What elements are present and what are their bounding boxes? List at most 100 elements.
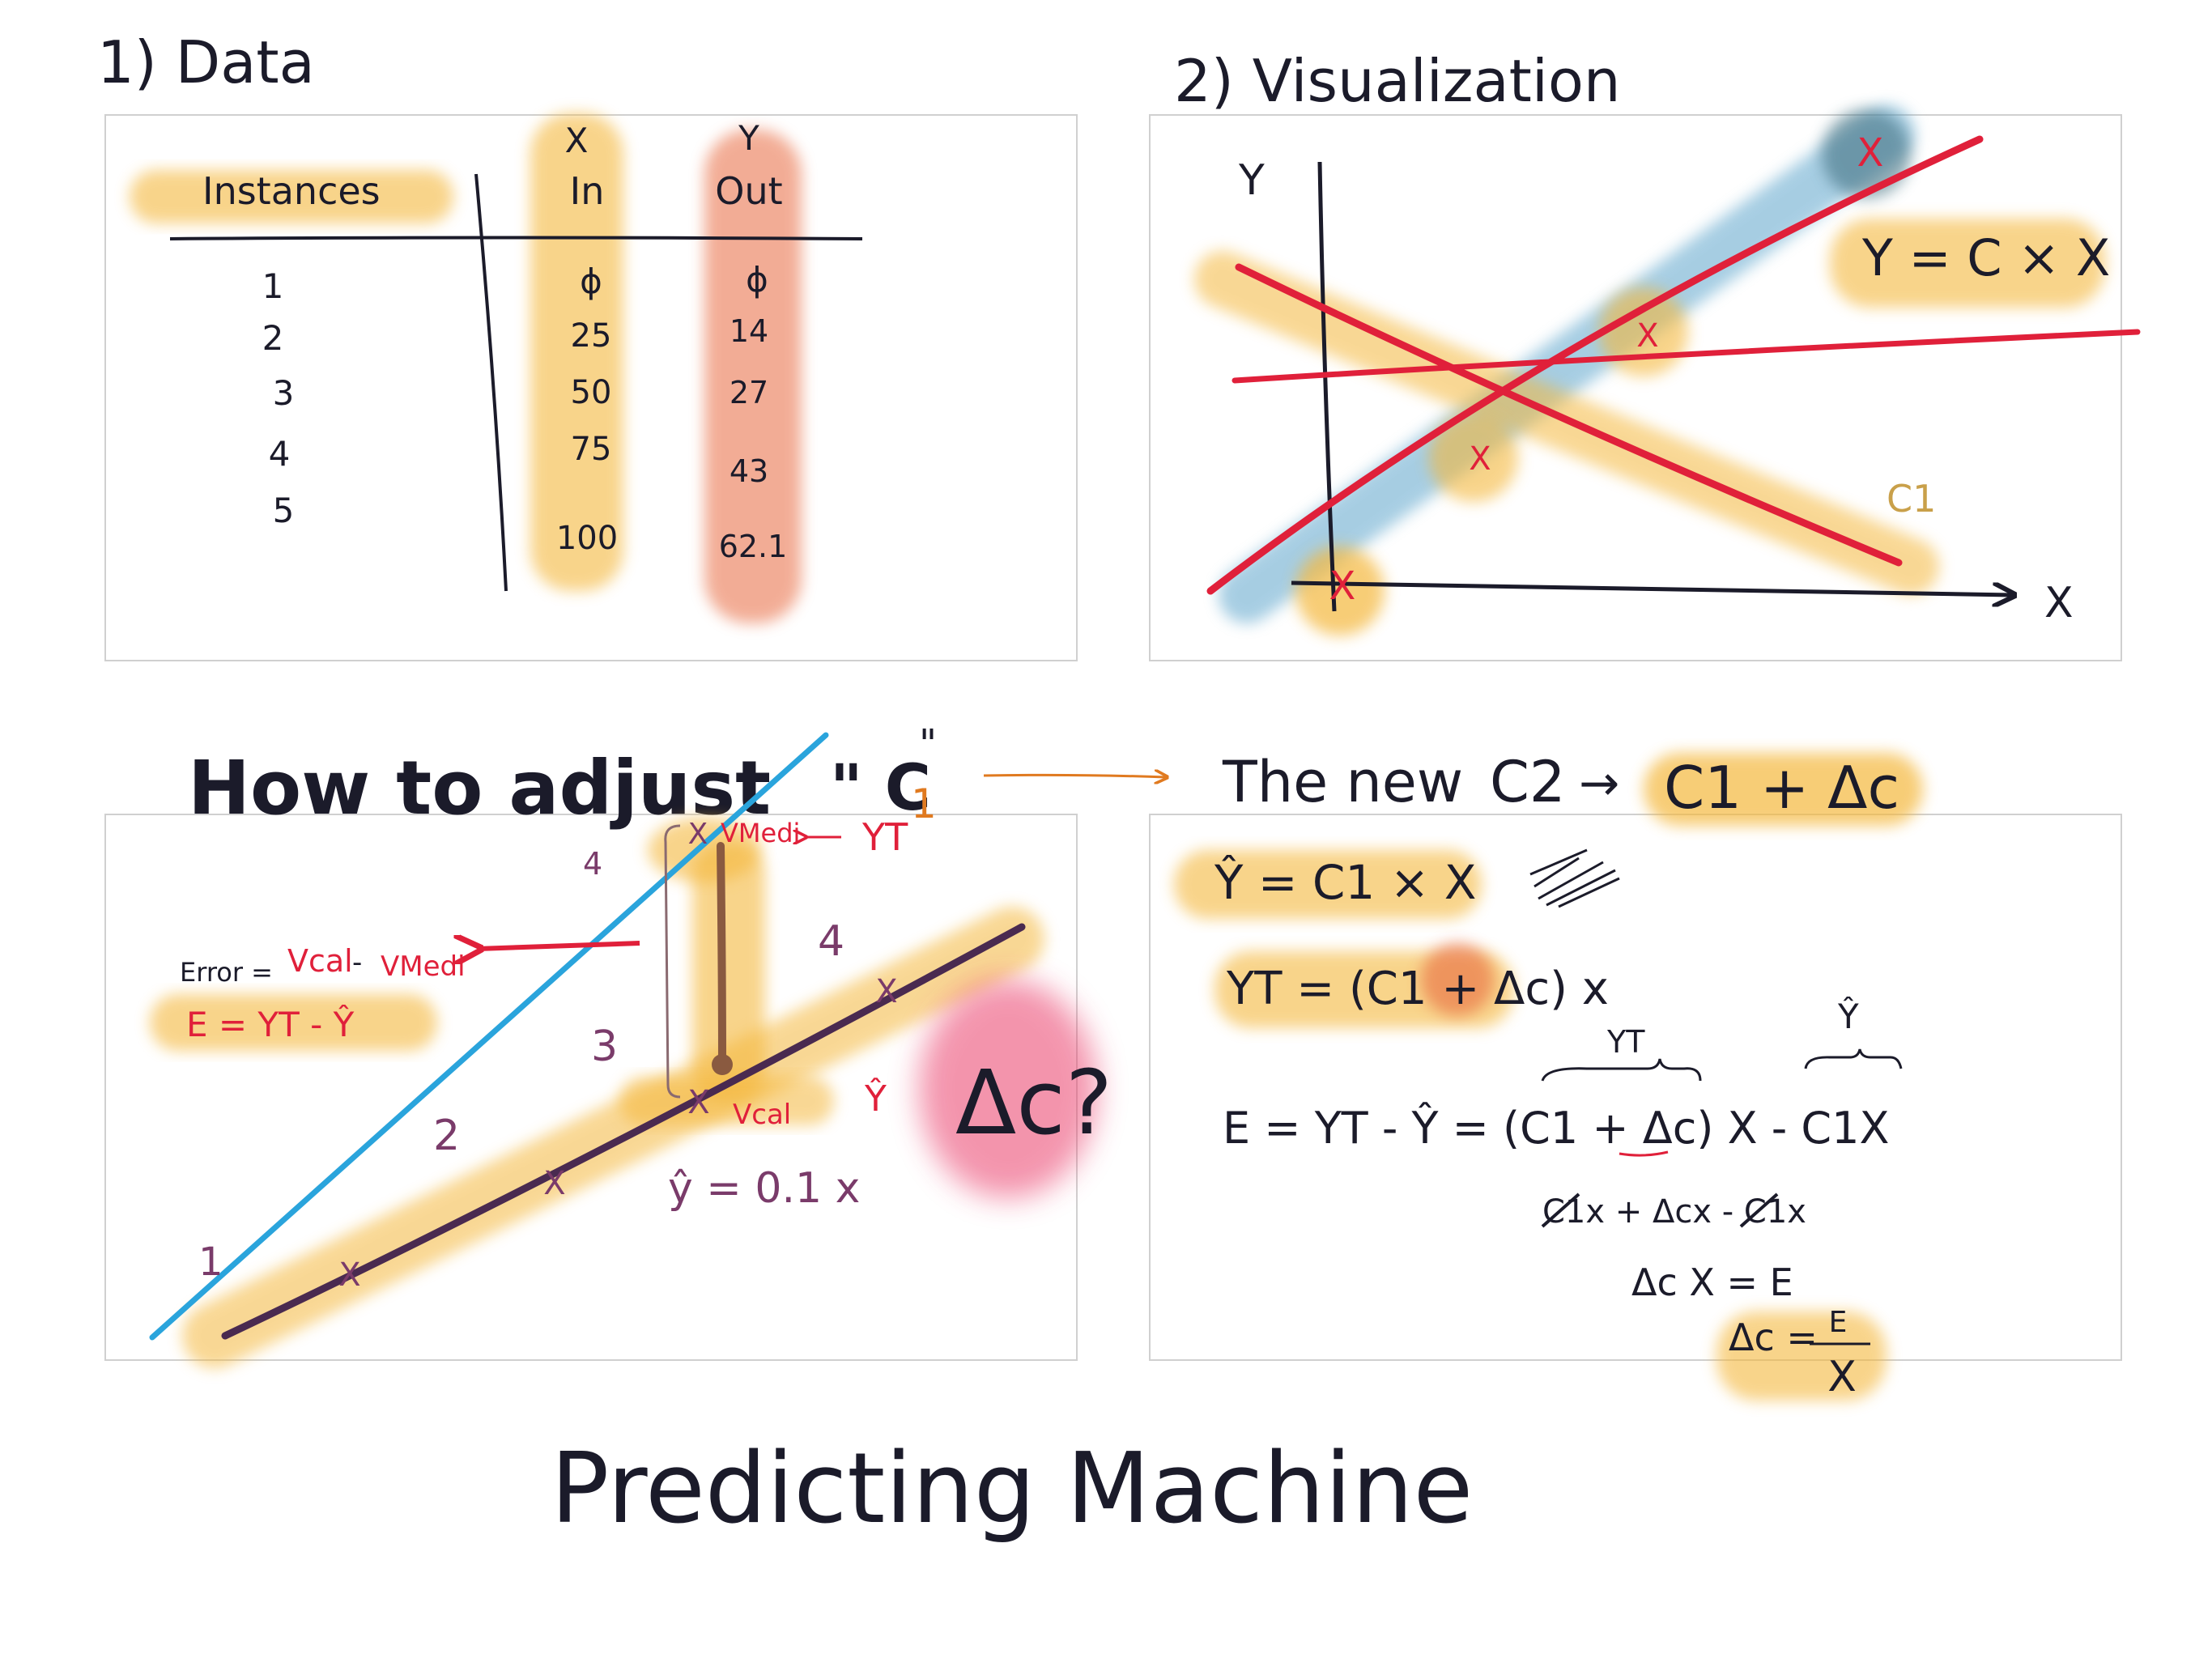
table-cell: 62.1	[719, 529, 788, 564]
left-arrow-icon	[478, 943, 640, 949]
table-cell: 50	[571, 374, 612, 411]
error-definition-vcal: Vcal	[287, 943, 353, 979]
brace-icon	[664, 824, 681, 1099]
line-number: 4	[818, 917, 844, 966]
target-line	[149, 732, 829, 1341]
error-gap-highlight	[692, 842, 765, 1101]
footer-title: Predicting Machine	[551, 1433, 1473, 1545]
error-equation: E = YT - Ŷ	[186, 1004, 355, 1044]
solution-highlight	[1716, 1312, 1887, 1401]
flat-red-line	[1231, 329, 2141, 384]
out-column-highlight	[704, 130, 802, 623]
x-axis	[1291, 580, 2012, 595]
adjust-panel-title: How to adjust	[188, 745, 771, 831]
table-cell: 2	[262, 318, 284, 358]
x-header: X	[565, 121, 589, 160]
right-arrow-icon	[983, 775, 1166, 777]
error-expansion: E = YT - Ŷ = (C1 + Δc) X - C1X	[1223, 1103, 1889, 1154]
best-fit-highlight	[1219, 105, 1915, 623]
data-point-marker: X	[1329, 563, 1356, 609]
line-number: 4	[583, 846, 602, 882]
data-point-marker: X	[875, 973, 897, 1010]
update-title-prefix: The new	[1222, 749, 1463, 815]
table-cell: 5	[273, 491, 295, 530]
cancel-strikes	[1541, 1192, 1779, 1228]
brace-icon	[1804, 1048, 1903, 1069]
delta-term-highlight	[1421, 943, 1494, 1016]
update-formula-highlight	[1644, 753, 1923, 826]
c1-label: C1	[1887, 477, 1936, 521]
in-column-highlight	[530, 113, 623, 591]
delta-x-equation: Δc X = E	[1631, 1261, 1793, 1304]
table-cell: 75	[571, 431, 612, 468]
line-number: 3	[591, 1022, 618, 1071]
x-axis-label: X	[2044, 579, 2074, 627]
table-cell: 1	[262, 266, 284, 306]
vcal-label: Vcal	[733, 1099, 791, 1131]
brace-yt-label: YT	[1606, 1024, 1645, 1060]
table-column-divider	[474, 173, 508, 592]
data-point-marker: X	[338, 1256, 360, 1294]
line-number: 1	[198, 1239, 223, 1285]
yhat-label: Ŷ	[864, 1077, 887, 1120]
instances-header: Instances	[202, 169, 381, 213]
equation-highlight	[1830, 219, 2105, 308]
visualization-panel: 2) Visualization Y X X X X X Y = C × X C…	[1149, 47, 2141, 661]
yt-label: YT	[861, 815, 908, 859]
error-definition-vmedi: VMedi	[381, 950, 466, 983]
data-point-marker: X	[687, 1084, 709, 1121]
visualization-panel-title: 2) Visualization	[1174, 47, 1621, 115]
vmedi-label: VMedi	[721, 818, 800, 848]
line-number: 2	[433, 1112, 460, 1160]
delta-c-question: Δc?	[955, 1051, 1112, 1154]
y-axis	[1317, 161, 1337, 612]
in-column: ϕ 25 50 75 100	[556, 261, 618, 557]
error-definition-minus: -	[352, 946, 362, 979]
simplify-equation: C1x + Δcx - C1x	[1542, 1193, 1806, 1231]
arrow-glyph: →	[1579, 755, 1619, 812]
update-panel: The new C2 → C1 + Δc Ŷ = C1 × X YT = (C1…	[1149, 749, 2122, 1401]
c-quote-end: "	[919, 721, 937, 767]
error-gap-line	[717, 842, 726, 1069]
fraction-denominator: X	[1827, 1353, 1857, 1401]
delta-solution: Δc =	[1729, 1316, 1818, 1359]
table-cell: 4	[269, 434, 291, 474]
fraction-numerator: E	[1829, 1306, 1848, 1339]
visualization-panel-frame	[1149, 114, 2122, 661]
data-point-marker: X	[688, 818, 708, 851]
c1-red-line	[1235, 263, 1903, 567]
table-cell: 100	[556, 520, 618, 557]
error-eq-highlight	[150, 994, 437, 1051]
out-column: ϕ 14 27 43 62.1	[719, 260, 788, 564]
table-cell: 43	[730, 453, 768, 489]
point-highlight	[1822, 109, 1911, 198]
c-subscript: 1	[911, 780, 937, 827]
error-gap-endpoint	[712, 1054, 733, 1075]
data-point-marker: X	[1636, 317, 1658, 355]
update-formula: C1 + Δc	[1664, 754, 1899, 822]
instances-highlight	[130, 170, 453, 223]
out-header: Out	[715, 169, 782, 213]
y-header: Y	[738, 118, 759, 158]
instances-column: 1 2 3 4 5	[262, 266, 295, 530]
table-header-divider	[169, 236, 863, 240]
delta-highlight	[919, 980, 1097, 1198]
data-point-marker: X	[543, 1165, 565, 1202]
data-panel: 1) Data Instances X Y In Out 1 2 3 4 5 ϕ…	[97, 28, 1078, 661]
in-header: In	[570, 169, 605, 213]
model-equation: Y = C × X	[1861, 228, 2110, 287]
table-cell: 27	[730, 375, 768, 410]
error-definition-prefix: Error =	[180, 957, 273, 988]
adjust-panel: How to adjust " C 1 " X X X X X 1 2 3 4 …	[104, 721, 1166, 1368]
prediction-line	[221, 923, 1026, 1340]
yt-equation: YT = (C1 + Δc) x	[1226, 963, 1609, 1015]
yhat-eq-highlight	[1174, 850, 1482, 919]
table-cell: 14	[730, 313, 768, 349]
scribble	[1529, 848, 1620, 908]
c-label: " C	[830, 752, 931, 825]
table-cell: 3	[273, 373, 295, 413]
brace-yhat-label: Ŷ	[1837, 996, 1859, 1036]
data-point-marker: X	[1469, 440, 1491, 478]
table-cell: ϕ	[746, 260, 768, 300]
table-cell: ϕ	[580, 261, 602, 301]
